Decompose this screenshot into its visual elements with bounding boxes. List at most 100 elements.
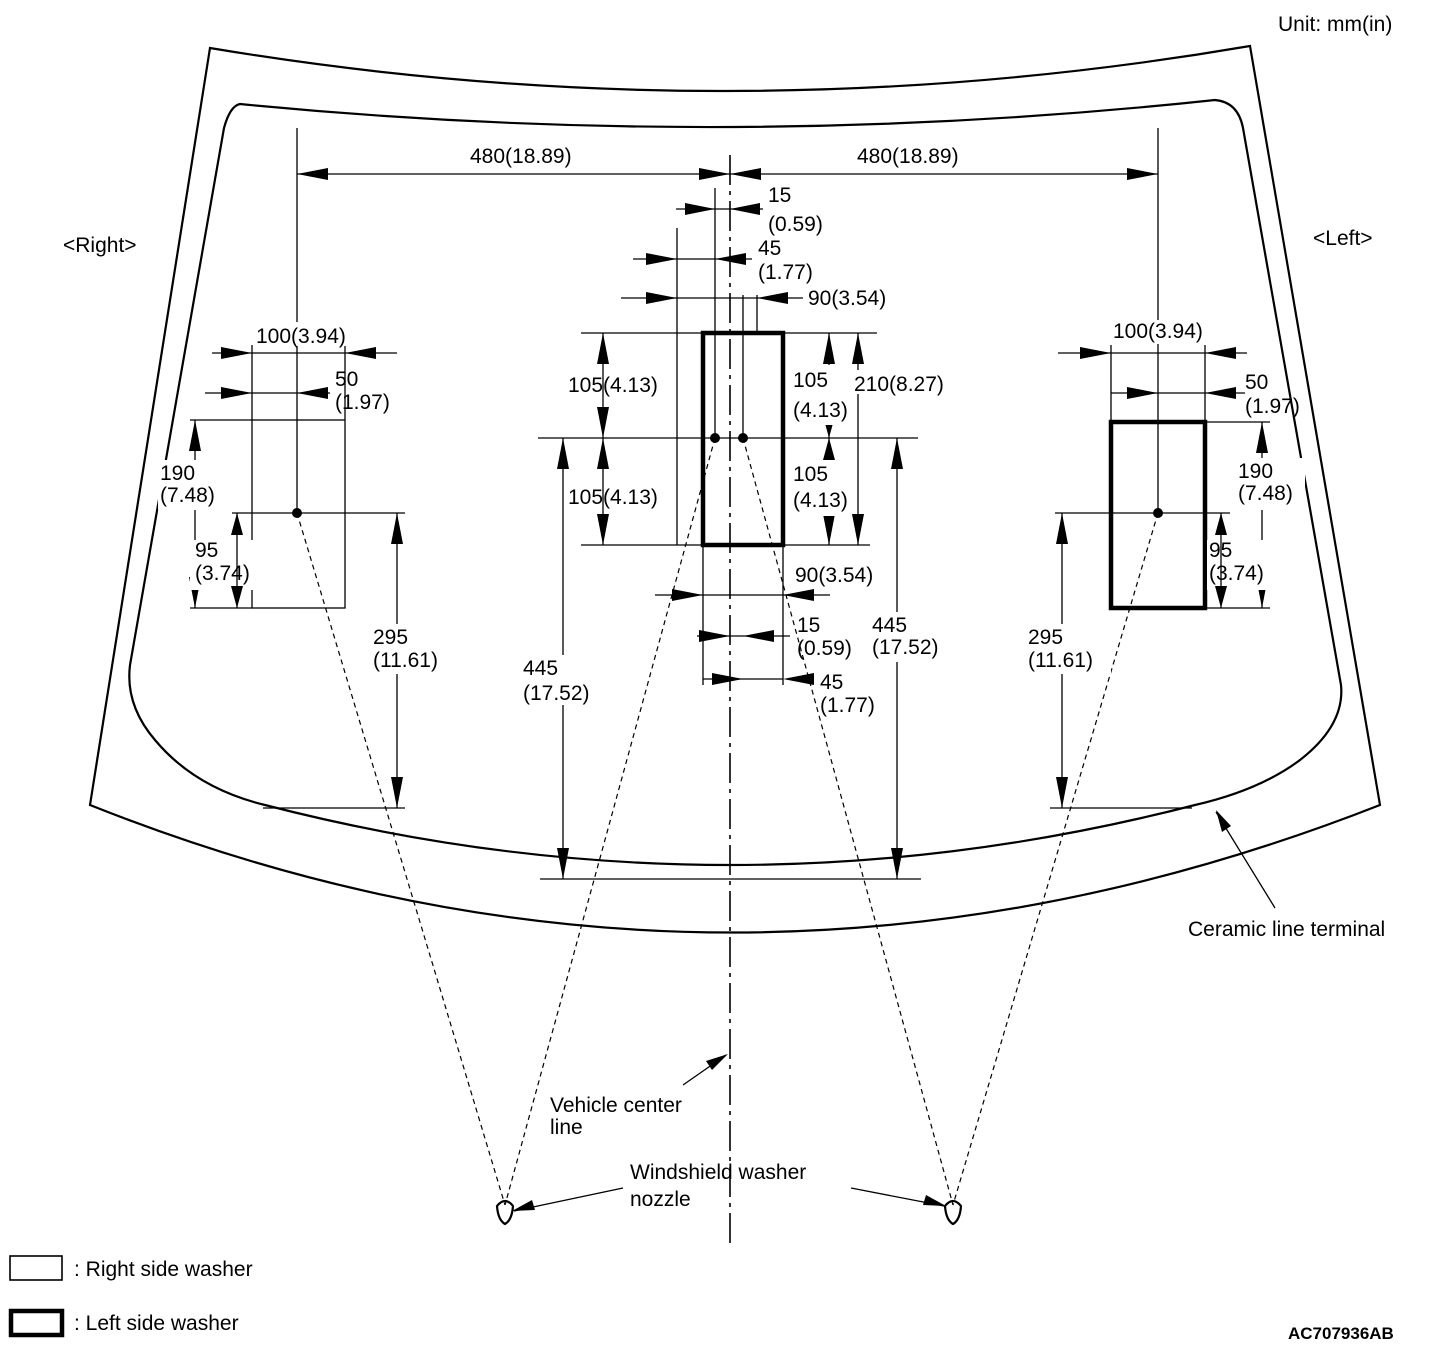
arrowhead: [297, 168, 328, 180]
left-washer-target-area: [1108, 419, 1208, 611]
arrowhead: [1080, 347, 1111, 359]
dim-45-top: 45: [758, 237, 781, 260]
label-mask: [1207, 540, 1275, 590]
arrowhead: [743, 630, 774, 642]
arrowhead: [823, 514, 835, 545]
dim-50-right: 50: [335, 368, 358, 391]
dim-100-left: 100(3.94): [1113, 320, 1203, 343]
spray-path: [952, 512, 1159, 1206]
dim-105-lower: 105(4.13): [568, 486, 658, 509]
dim-295-right: 295: [373, 626, 408, 649]
dim-295-left: 295: [1028, 626, 1063, 649]
dim-45-bottom-in: (1.77): [820, 694, 875, 717]
arrowhead: [891, 438, 903, 469]
dim-95-left: 95: [1209, 539, 1232, 562]
legend-swatch-right-washer: [9, 1255, 63, 1281]
dim-295-left-in: (11.61): [1028, 649, 1093, 672]
arrowhead: [730, 203, 760, 215]
nozzle-label-2: nozzle: [630, 1188, 691, 1211]
dim-190-right-in: (7.48): [160, 484, 215, 507]
legend-swatch-left-washer: [8, 1308, 65, 1338]
dim-100-right: 100(3.94): [256, 325, 346, 348]
arrowhead: [712, 673, 743, 685]
arrowhead: [1215, 586, 1227, 608]
arrowhead: [231, 586, 243, 608]
label-mask: [370, 624, 455, 674]
dim-50-left-in: (1.97): [1245, 395, 1300, 418]
arrowhead: [685, 203, 715, 215]
dim-210: 210(8.27): [854, 373, 944, 396]
dim-190-left-in: (7.48): [1238, 482, 1293, 505]
spray-path: [504, 437, 716, 1206]
arrowhead: [1256, 422, 1268, 453]
dim-45-top-in: (1.77): [758, 261, 813, 284]
arrowhead: [221, 347, 252, 359]
nozzle-label: Windshield washer: [630, 1161, 806, 1184]
arrowhead: [391, 777, 403, 808]
arrowhead: [706, 1054, 728, 1070]
arrowhead: [597, 333, 609, 364]
dim-95-left-in: (3.74): [1209, 562, 1264, 585]
right-side-label: <Right>: [63, 234, 137, 257]
vehicle-center-line-label: Vehicle center: [550, 1094, 682, 1117]
arrowhead: [557, 848, 569, 879]
arrowhead: [512, 1200, 535, 1211]
arrowhead: [1216, 810, 1231, 832]
arrowhead: [1205, 347, 1236, 359]
arrowhead: [923, 1195, 946, 1206]
arrowhead: [1127, 168, 1158, 180]
arrowhead: [1215, 513, 1227, 535]
arrowhead: [783, 589, 814, 601]
vehicle-center-line-label-2: line: [550, 1116, 583, 1139]
dim-90-top: 90(3.54): [808, 287, 886, 310]
legend-left-washer: : Left side washer: [74, 1312, 239, 1335]
windshield-outer-outline: [88, 44, 1382, 934]
dim-50-left: 50: [1245, 371, 1268, 394]
arrowhead: [852, 514, 864, 545]
label-mask: [852, 370, 956, 394]
label-mask: [1235, 458, 1305, 510]
arrowhead: [1056, 777, 1068, 808]
unit-label: Unit: mm(in): [1278, 13, 1392, 36]
dim-105-right-lower-in: (4.13): [793, 489, 848, 512]
label-mask: [1026, 624, 1111, 674]
label-mask: [1112, 320, 1218, 344]
arrowhead: [221, 387, 252, 399]
arrowhead: [297, 387, 328, 399]
spray-path: [296, 512, 506, 1206]
arrowhead: [557, 438, 569, 469]
dim-15-top-in: (0.59): [768, 213, 823, 236]
dim-190-right: 190: [160, 462, 195, 485]
dim-480-left: 480(18.89): [857, 145, 959, 168]
dim-95-right: 95: [195, 539, 218, 562]
dim-480-right: 480(18.89): [470, 145, 572, 168]
dim-445-left-in: (17.52): [523, 682, 590, 705]
arrowhead: [391, 513, 403, 544]
arrowhead: [757, 292, 788, 304]
washer-nozzle-left: [943, 1199, 963, 1226]
dim-90-bottom: 90(3.54): [795, 564, 873, 587]
label-mask: [254, 322, 359, 346]
arrowhead: [823, 438, 835, 460]
dim-445-right-in: (17.52): [872, 636, 939, 659]
dim-295-right-in: (11.61): [373, 649, 438, 672]
dim-15-top: 15: [768, 184, 791, 207]
arrowhead: [597, 514, 609, 545]
arrowhead: [730, 168, 761, 180]
arrowhead: [646, 253, 677, 265]
dim-105-upper: 105(4.13): [568, 374, 658, 397]
right-washer-target-area: [251, 419, 346, 609]
label-mask: [190, 540, 260, 590]
arrowhead: [715, 253, 746, 265]
dim-105-right-upper-in: (4.13): [793, 399, 848, 422]
dim-105-right-upper: 105: [793, 369, 828, 392]
label-mask: [871, 612, 951, 662]
arrowhead: [672, 589, 703, 601]
arrowhead: [597, 407, 609, 438]
dim-45-bottom: 45: [820, 671, 843, 694]
dim-190-left: 190: [1238, 460, 1273, 483]
legend-right-washer: : Right side washer: [74, 1258, 253, 1281]
arrowhead: [231, 513, 243, 535]
dim-445-left: 445: [523, 657, 558, 680]
